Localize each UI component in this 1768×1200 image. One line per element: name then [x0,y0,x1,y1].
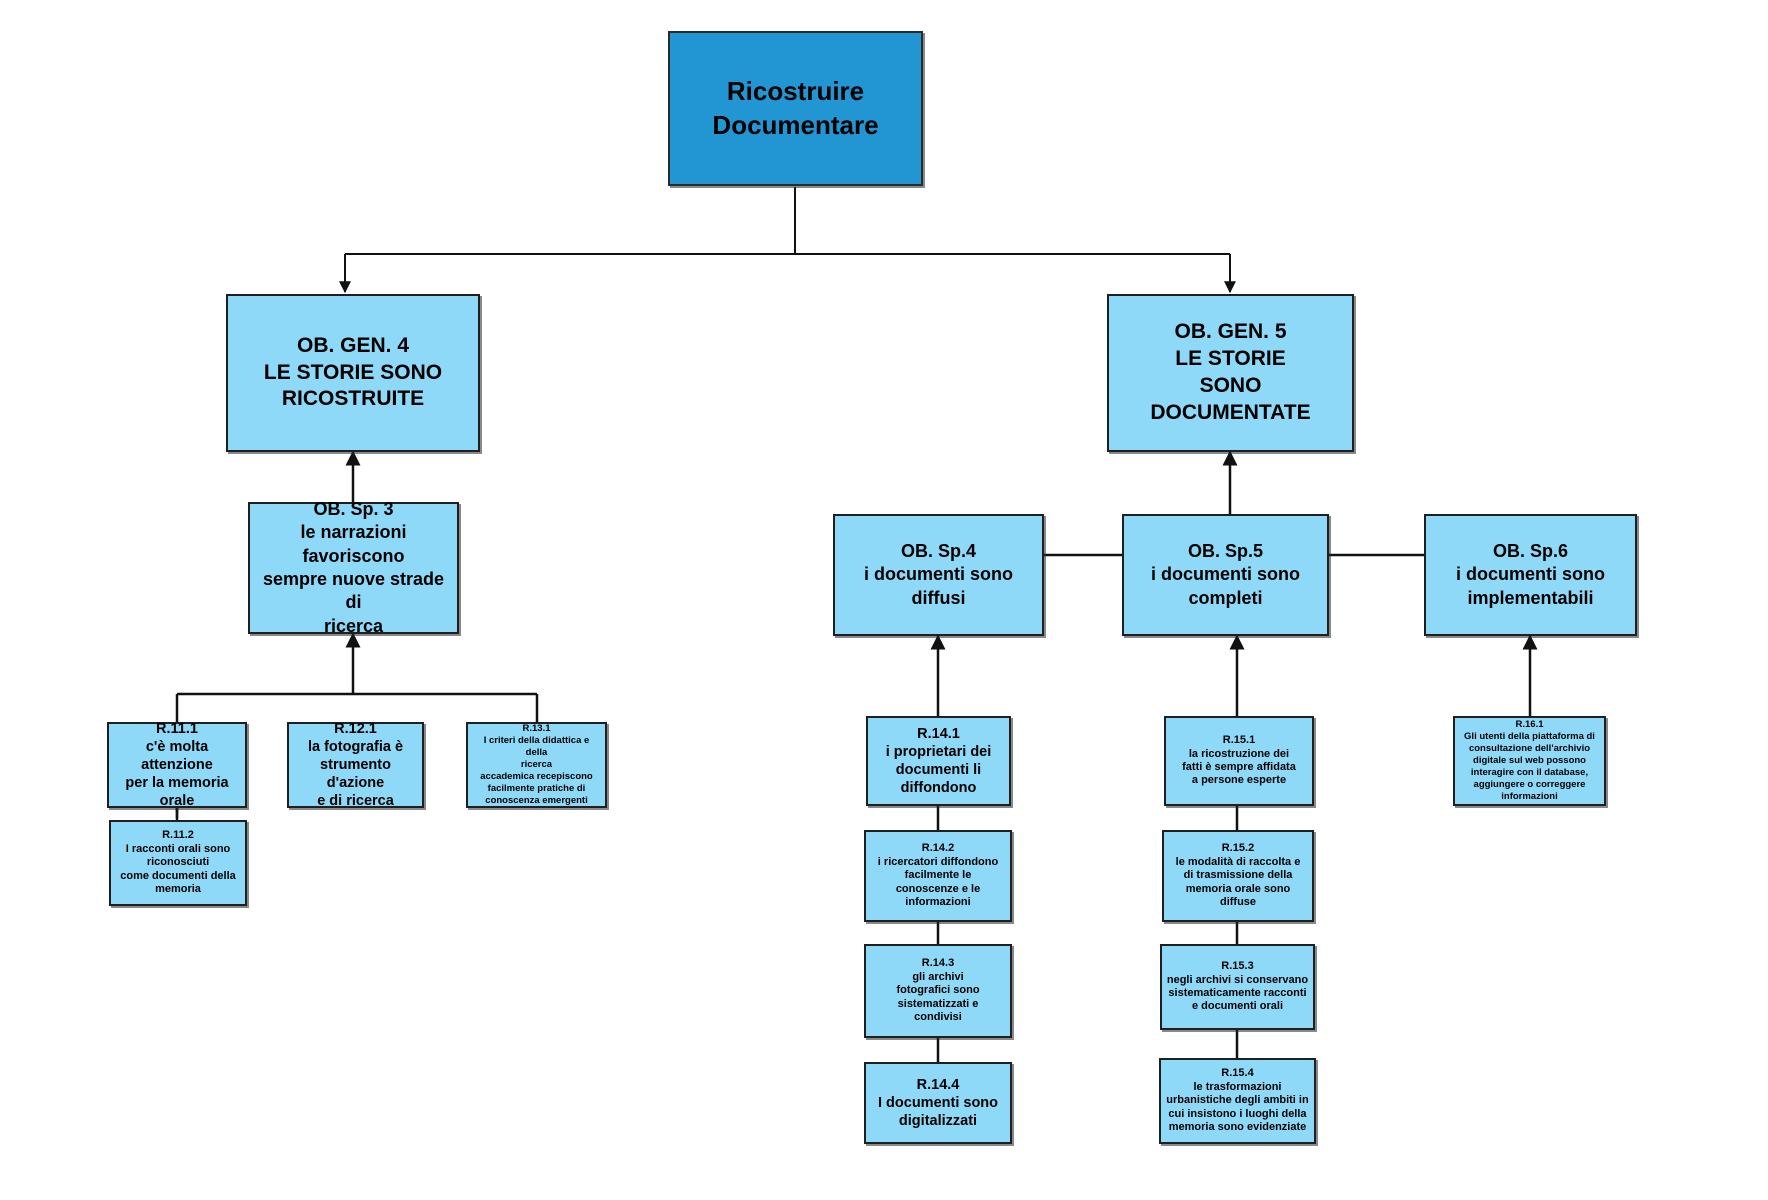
node-r-14-4[interactable]: R.14.4 I documenti sono digitalizzati [864,1062,1012,1144]
node-r-15-1[interactable]: R.15.1 la ricostruzione dei fatti è semp… [1164,716,1314,806]
node-r-15-3[interactable]: R.15.3 negli archivi si conservano siste… [1160,944,1315,1030]
node-r-16-1[interactable]: R.16.1 Gli utenti della piattaforma di c… [1453,716,1606,806]
node-r-15-4[interactable]: R.15.4 le trasformazioni urbanistiche de… [1159,1058,1316,1144]
node-ob-gen-4[interactable]: OB. GEN. 4 LE STORIE SONO RICOSTRUITE [226,294,480,452]
node-ob-sp-4[interactable]: OB. Sp.4 i documenti sono diffusi [833,514,1044,636]
node-r-12-1[interactable]: R.12.1 la fotografia è strumento d'azion… [287,721,424,809]
node-r-14-2[interactable]: R.14.2 i ricercatori diffondono facilmen… [864,830,1012,922]
node-r-13-1[interactable]: R.13.1 I criteri della didattica e della… [466,722,607,808]
node-r-14-3[interactable]: R.14.3 gli archivi fotografici sono sist… [864,944,1012,1038]
node-root[interactable]: Ricostruire Documentare [668,31,923,186]
node-r-15-2[interactable]: R.15.2 le modalità di raccolta e di tras… [1162,830,1314,922]
node-ob-sp-5[interactable]: OB. Sp.5 i documenti sono completi [1122,514,1329,636]
node-ob-sp-6[interactable]: OB. Sp.6 i documenti sono implementabili [1424,514,1637,636]
node-r-11-2[interactable]: R.11.2 I racconti orali sono riconosciut… [109,820,247,906]
node-ob-gen-5[interactable]: OB. GEN. 5 LE STORIE SONO DOCUMENTATE [1107,294,1354,452]
node-r-14-1[interactable]: R.14.1 i proprietari dei documenti li di… [866,716,1011,806]
node-r-11-1[interactable]: R.11.1 c'è molta attenzione per la memor… [107,721,247,809]
node-ob-sp-3[interactable]: OB. Sp. 3 le narrazioni favoriscono semp… [248,499,459,636]
